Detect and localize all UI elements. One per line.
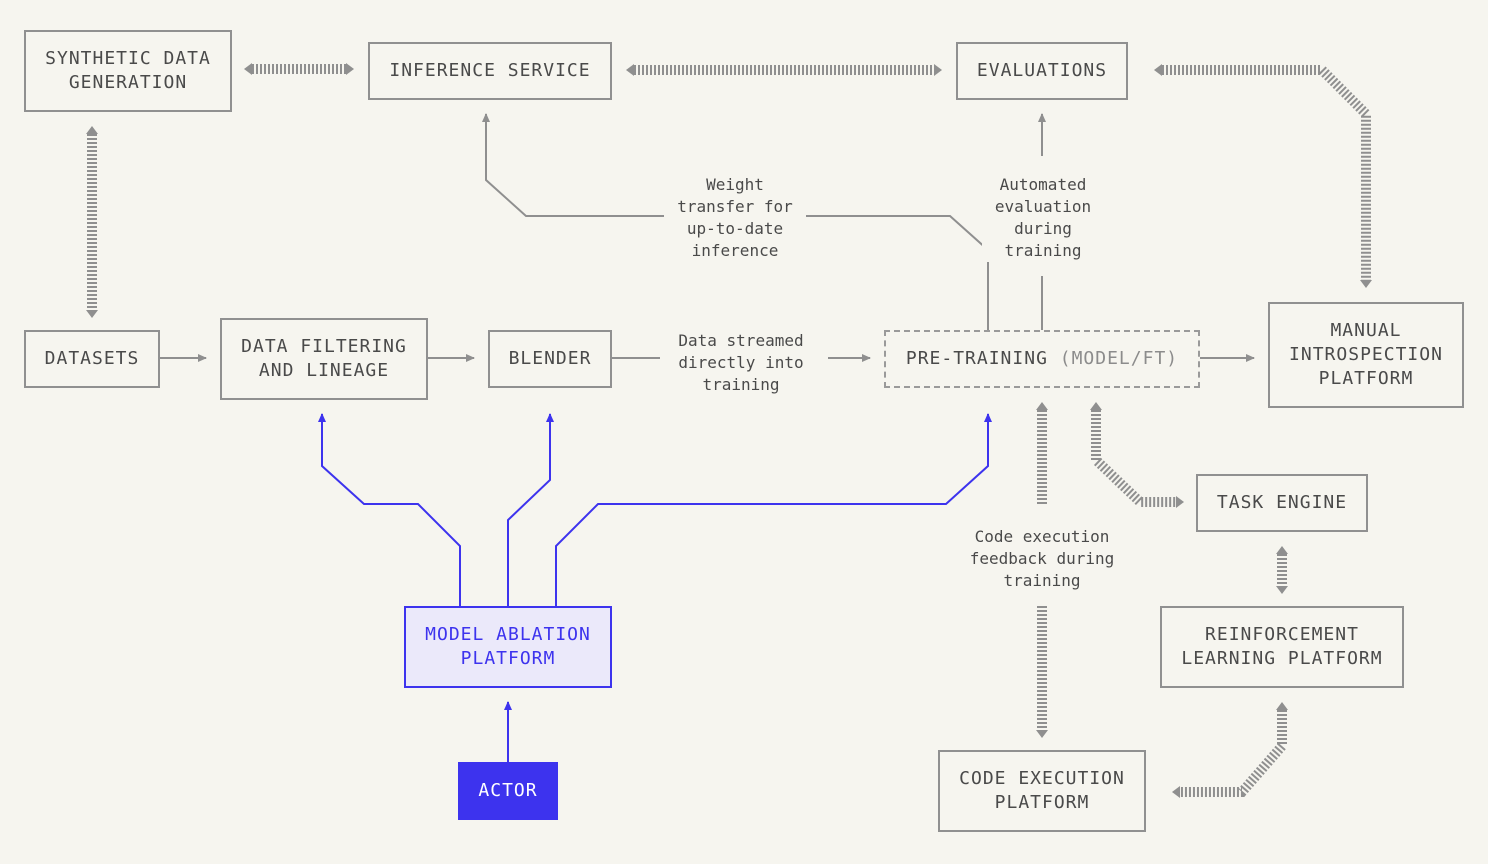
data-streamed-label: Data streamed directly into training bbox=[662, 330, 820, 396]
rl-code-link bbox=[1180, 710, 1287, 797]
evaluations-text: EVALUATIONS bbox=[976, 60, 1108, 81]
model-ablation-text: MODEL ABLATION PLATFORM bbox=[425, 624, 591, 669]
code-feedback-label: Code execution feedback during training bbox=[954, 526, 1130, 592]
data-filtering-text: DATA FILTERING AND LINEAGE bbox=[241, 336, 407, 381]
code-execution-text: CODE EXECUTION PLATFORM bbox=[959, 768, 1125, 813]
pre-training-text: PRE-TRAINING (MODEL/FT) bbox=[906, 347, 1178, 371]
rl-platform-node: REINFORCEMENT LEARNING PLATFORM bbox=[1160, 606, 1404, 688]
rl-platform-text: REINFORCEMENT LEARNING PLATFORM bbox=[1181, 624, 1383, 669]
model-ablation-node: MODEL ABLATION PLATFORM bbox=[404, 606, 612, 688]
synthetic-data-generation-text: SYNTHETIC DATA GENERATION bbox=[45, 48, 211, 93]
datasets-node: DATASETS bbox=[24, 330, 160, 388]
task-engine-node: TASK ENGINE bbox=[1196, 474, 1368, 532]
pre-training-suffix: (MODEL/FT) bbox=[1059, 348, 1179, 369]
code-execution-node: CODE EXECUTION PLATFORM bbox=[938, 750, 1146, 832]
data-filtering-node: DATA FILTERING AND LINEAGE bbox=[220, 318, 428, 400]
manual-introspection-node: MANUAL INTROSPECTION PLATFORM bbox=[1268, 302, 1464, 408]
weight-transfer-label: Weight transfer for up-to-date inference bbox=[664, 174, 806, 262]
ablation-pretraining-arrow bbox=[555, 413, 992, 606]
task-engine-text: TASK ENGINE bbox=[1216, 492, 1348, 513]
actor-text: ACTOR bbox=[478, 780, 538, 801]
ablation-filtering-arrow bbox=[318, 413, 461, 606]
blender-node: BLENDER bbox=[488, 330, 612, 388]
actor-node: ACTOR bbox=[458, 762, 558, 820]
datasets-text: DATASETS bbox=[44, 348, 140, 369]
auto-eval-label: Automated evaluation during training bbox=[982, 174, 1104, 262]
inference-service-node: INFERENCE SERVICE bbox=[368, 42, 612, 100]
inference-service-text: INFERENCE SERVICE bbox=[389, 60, 591, 81]
blender-text: BLENDER bbox=[508, 348, 592, 369]
pretraining-task-link bbox=[1091, 410, 1176, 507]
evaluations-node: EVALUATIONS bbox=[956, 42, 1128, 100]
pre-training-title: PRE-TRAINING bbox=[905, 348, 1048, 369]
evaluations-manual-link bbox=[1162, 65, 1371, 280]
manual-introspection-text: MANUAL INTROSPECTION PLATFORM bbox=[1289, 320, 1443, 389]
ablation-blender-arrow bbox=[507, 413, 554, 606]
pre-training-node: PRE-TRAINING (MODEL/FT) bbox=[884, 330, 1200, 388]
synthetic-data-generation-node: SYNTHETIC DATA GENERATION bbox=[24, 30, 232, 112]
